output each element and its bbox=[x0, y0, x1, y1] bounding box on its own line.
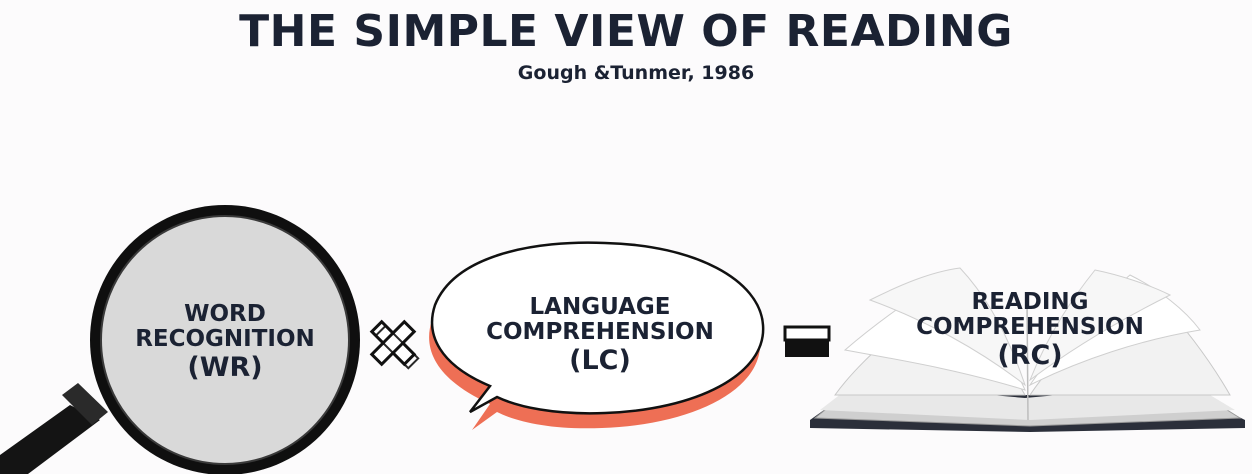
word-recognition-label: WORD RECOGNITION (WR) bbox=[105, 301, 345, 383]
page-title: THE SIMPLE VIEW OF READING bbox=[239, 6, 1013, 57]
language-comprehension-line2: COMPREHENSION bbox=[486, 319, 714, 346]
equals-icon bbox=[783, 325, 831, 357]
speech-bubble-icon bbox=[429, 241, 765, 430]
reading-comprehension-line2: COMPREHENSION bbox=[916, 314, 1144, 341]
word-recognition-line2: RECOGNITION bbox=[135, 326, 315, 353]
open-book-icon bbox=[810, 267, 1245, 432]
page-subtitle: Gough &Tunmer, 1986 bbox=[517, 62, 755, 84]
word-recognition-line1: WORD bbox=[184, 301, 266, 327]
reading-comprehension-label: READING COMPREHENSION (RC) bbox=[885, 289, 1175, 371]
word-recognition-abbr: (WR) bbox=[187, 351, 263, 383]
reading-comprehension-abbr: (RC) bbox=[997, 339, 1063, 371]
language-comprehension-line1: LANGUAGE bbox=[529, 294, 671, 320]
magnifying-glass-icon bbox=[0, 205, 360, 474]
language-comprehension-label: LANGUAGE COMPREHENSION (LC) bbox=[450, 294, 750, 376]
multiply-icon bbox=[369, 319, 420, 370]
language-comprehension-abbr: (LC) bbox=[569, 344, 631, 376]
reading-comprehension-line1: READING bbox=[971, 289, 1089, 315]
